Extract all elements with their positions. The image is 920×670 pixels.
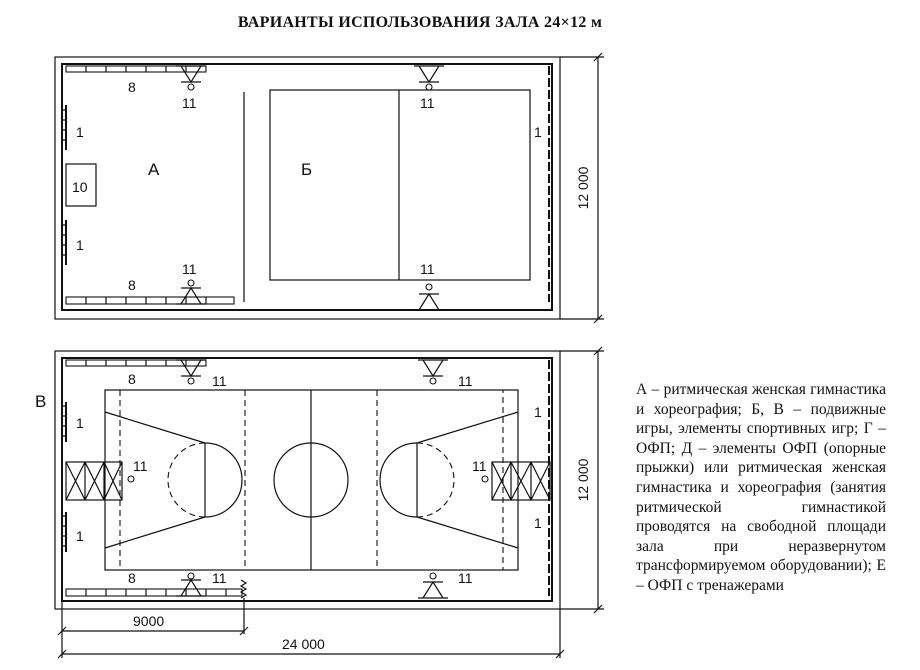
label-1-left-top: 1 xyxy=(76,415,84,431)
label-10: 10 xyxy=(72,179,88,195)
bench-top xyxy=(65,65,207,73)
hall-wall xyxy=(61,63,553,311)
key-left xyxy=(104,411,206,549)
label-8-top: 8 xyxy=(128,371,136,387)
post-bottom-a xyxy=(176,572,206,597)
dim-height-label: 12 000 xyxy=(575,458,591,501)
label-11: 11 xyxy=(472,458,487,474)
dim-height-bottom xyxy=(560,346,604,614)
key-right xyxy=(416,411,519,549)
dim-height-top xyxy=(560,52,604,324)
dim-partial xyxy=(57,598,249,658)
legend-text: А – ритмическая женская гимнастика и хор… xyxy=(636,381,886,594)
dim-height-label: 12 000 xyxy=(575,166,591,209)
dim-partial-label: 9000 xyxy=(133,613,164,629)
label-8-bottom: 8 xyxy=(128,570,136,586)
outer-outline xyxy=(54,350,561,610)
post-bottom-a xyxy=(176,279,206,305)
dim-total xyxy=(57,609,565,659)
label-1-left-top: 1 xyxy=(76,124,84,140)
bench-bottom xyxy=(65,296,235,305)
label-1-right-top: 1 xyxy=(534,404,542,420)
label-11: 11 xyxy=(420,261,435,277)
volleyball-court xyxy=(269,89,531,281)
zone-a-label: А xyxy=(148,160,160,179)
post-bottom-b xyxy=(418,572,448,599)
outer-outline xyxy=(54,56,561,320)
plan-bottom: В 8 8 1 1 1 1 11 11 11 11 11 11 12 000 9… xyxy=(35,346,604,659)
post-top-a xyxy=(176,359,206,385)
plan-top: 8 8 1 1 1 10 11 11 11 11 А Б 12 000 xyxy=(54,52,604,324)
label-11: 11 xyxy=(182,261,197,277)
label-8-top: 8 xyxy=(128,79,136,95)
label-11: 11 xyxy=(458,570,473,586)
label-11: 11 xyxy=(420,95,435,111)
label-11: 11 xyxy=(182,95,197,111)
backboard-left xyxy=(65,461,135,501)
dim-total-label: 24 000 xyxy=(282,636,325,652)
post-bottom-b xyxy=(414,283,444,311)
hall-wall xyxy=(61,357,553,602)
post-top-b xyxy=(414,65,444,91)
bench-bottom xyxy=(65,588,243,597)
label-1-right: 1 xyxy=(534,124,542,140)
label-1-left-bottom: 1 xyxy=(76,528,84,544)
label-11: 11 xyxy=(458,373,473,389)
label-1-left-bottom: 1 xyxy=(76,237,84,253)
post-top-b xyxy=(418,359,448,385)
label-11: 11 xyxy=(133,458,148,474)
post-top-a xyxy=(176,65,206,91)
label-11: 11 xyxy=(212,570,227,586)
label-11: 11 xyxy=(212,373,227,389)
backboard-right xyxy=(481,461,551,501)
equipment-10 xyxy=(65,163,97,207)
center-circle xyxy=(273,442,349,518)
spring-icon xyxy=(239,579,248,599)
label-1-right-bottom: 1 xyxy=(534,515,542,531)
label-8-bottom: 8 xyxy=(128,277,136,293)
zone-b-label: Б xyxy=(301,160,312,179)
variant-label: В xyxy=(35,392,46,411)
bench-top xyxy=(65,359,207,367)
page-title: ВАРИАНТЫ ИСПОЛЬЗОВАНИЯ ЗАЛА 24×12 м xyxy=(237,14,603,31)
